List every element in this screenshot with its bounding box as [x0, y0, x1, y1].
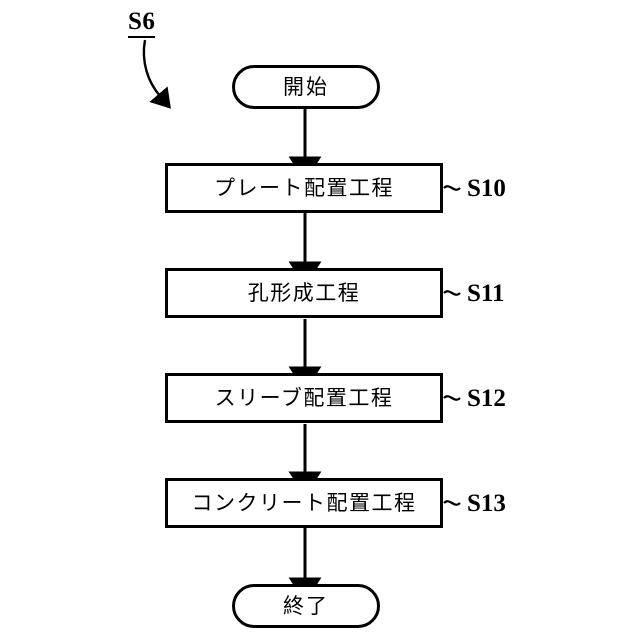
figure-leader-arrow [142, 39, 171, 109]
process-step-s11[interactable]: 孔形成工程 [165, 268, 443, 318]
start-node-label: 開始 [283, 74, 329, 99]
process-step-s12[interactable]: スリーブ配置工程 [165, 373, 443, 423]
process-step-s11-label: 孔形成工程 [247, 280, 361, 305]
step-id-s13: S13 [467, 490, 506, 517]
step-id-s12: S12 [467, 385, 506, 412]
start-node[interactable]: 開始 [232, 65, 380, 109]
step-id-s10: S10 [467, 175, 506, 202]
process-step-s10[interactable]: プレート配置工程 [165, 163, 443, 213]
end-node-label: 終了 [283, 593, 329, 618]
process-step-s12-label: スリーブ配置工程 [214, 385, 394, 410]
leader-squiggle-step2 [443, 290, 461, 296]
leader-squiggle-step3 [443, 395, 461, 401]
leader-squiggle-step4 [443, 500, 461, 506]
process-step-s10-label: プレート配置工程 [214, 175, 394, 200]
process-step-s13[interactable]: コンクリート配置工程 [165, 478, 443, 528]
step-id-s11: S11 [467, 280, 505, 307]
figure-reference-label: S6 [128, 9, 156, 38]
leader-squiggle-step1 [443, 185, 461, 191]
end-node[interactable]: 終了 [232, 584, 380, 628]
process-step-s13-label: コンクリート配置工程 [191, 490, 417, 515]
